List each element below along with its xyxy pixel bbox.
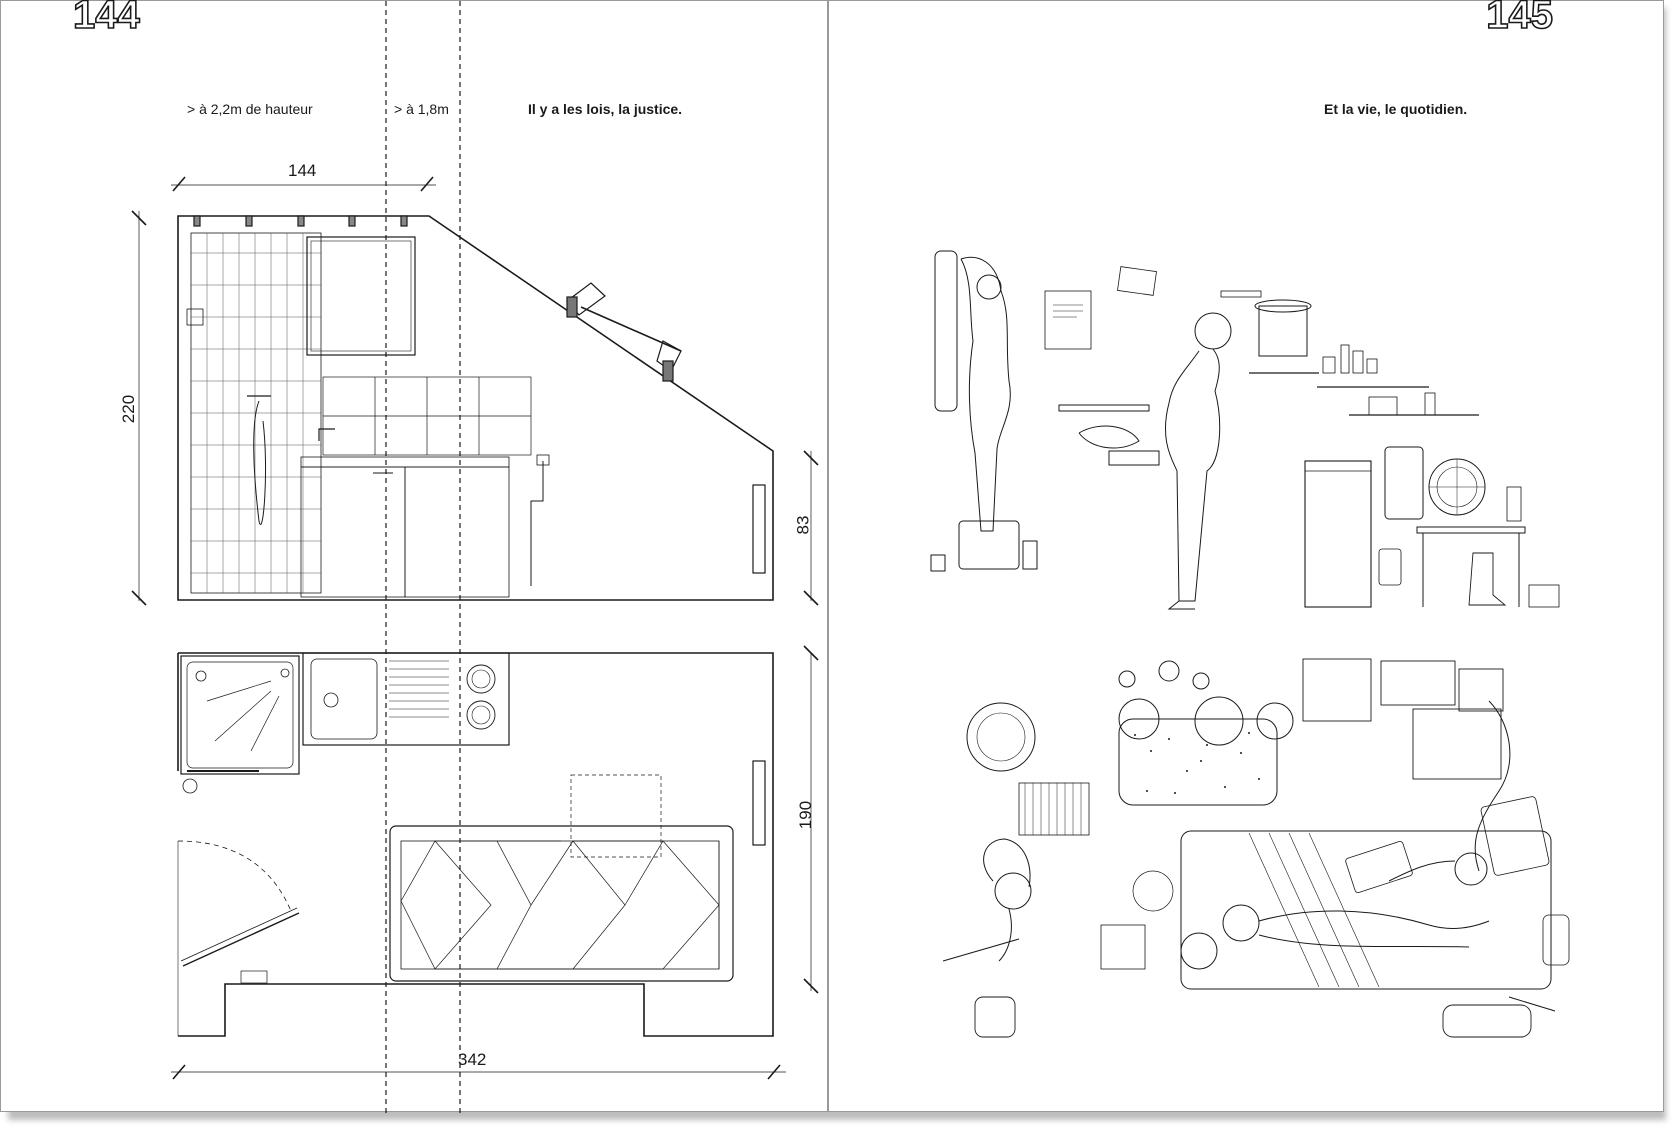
dimension-width-top: 144 <box>288 161 317 180</box>
figure-cooking <box>1058 312 1232 610</box>
right-heading: Et la vie, le quotidien. <box>1324 101 1468 117</box>
height-label-18m: > à 1,8m <box>394 101 449 117</box>
height-label-22m: > à 2,2m de hauteur <box>187 101 313 117</box>
left-page: 144 > à 2,2m de hauteur > à 1,8m Il y a … <box>0 0 828 1113</box>
plan-outline <box>178 652 774 1037</box>
bed-plan <box>389 825 734 982</box>
right-page: 145 Et la vie, le quotidien. <box>828 0 1664 1112</box>
dimension-width-total: 342 <box>458 1050 487 1069</box>
floor-plan-drawing <box>131 1 819 1113</box>
page-number-right: 145 <box>1485 0 1553 37</box>
figure-bathing <box>930 250 1038 572</box>
page-number-left: 144 <box>72 0 140 37</box>
elevation-outline <box>177 215 774 601</box>
left-heading: Il y a les lois, la justice. <box>528 101 683 117</box>
daily-life-illustration <box>930 250 1570 1038</box>
